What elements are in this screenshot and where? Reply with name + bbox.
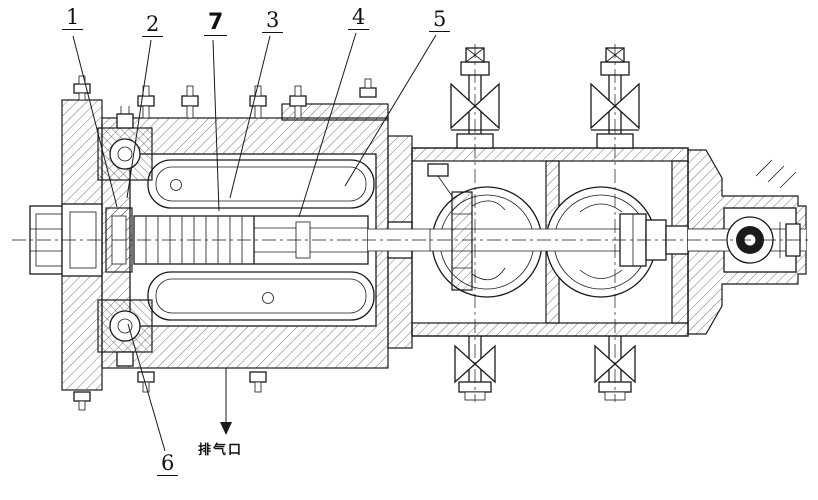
working-chamber-bottom [147,271,375,321]
callout-1: 1 [62,6,84,31]
upper-bearing-block [97,106,153,181]
callout-4: 4 [348,6,370,31]
exhaust-direction-arrow [220,368,232,435]
callout-3: 3 [262,9,284,34]
left-end-cover [61,99,103,391]
callout-leader-lines [72,32,437,452]
casing-bolts-top [73,75,377,119]
callout-7: 7 [204,11,228,37]
working-chamber-top [147,159,375,209]
lower-bearing-block [97,299,153,367]
centerlines [12,44,808,402]
casing-bolts-bottom [73,371,267,411]
right-bearing-housing [687,149,807,335]
internal-valve-column [427,163,623,291]
callout-2: 2 [142,13,164,38]
exhaust-port-label: 排气口 [198,443,244,458]
callout-5: 5 [429,8,451,33]
callout-6: 6 [157,452,179,477]
suction-port-stub [29,205,65,275]
